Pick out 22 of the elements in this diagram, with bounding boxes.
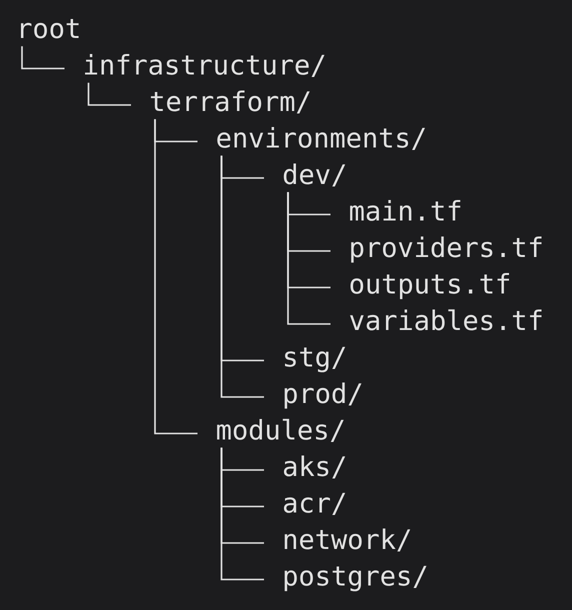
path-name: stg/ [285,346,346,372]
tree-connector [220,448,264,580]
path-name: acr/ [284,492,346,515]
path-name: prod/ [284,382,362,409]
tree-connector [21,46,64,70]
path-name: terraform/ [150,90,310,114]
path-name: variables.tf [350,309,542,330]
path-name: outputs.tf [350,273,509,300]
path-name: modules/ [217,418,344,442]
path-name: root [20,19,79,38]
path-name: dev/ [284,164,346,187]
path-name: aks/ [284,456,346,478]
path-name: infrastructure/ [85,54,324,78]
path-name: environments/ [217,127,425,150]
tree-connector [154,119,198,434]
path-name: network/ [284,528,410,552]
path-name: providers.tf [351,236,542,263]
path-name: main.tf [350,200,460,221]
tree-connector [287,192,330,325]
path-name: postgres/ [284,566,426,592]
tree-connector [88,82,131,106]
tree-connector [220,156,264,398]
